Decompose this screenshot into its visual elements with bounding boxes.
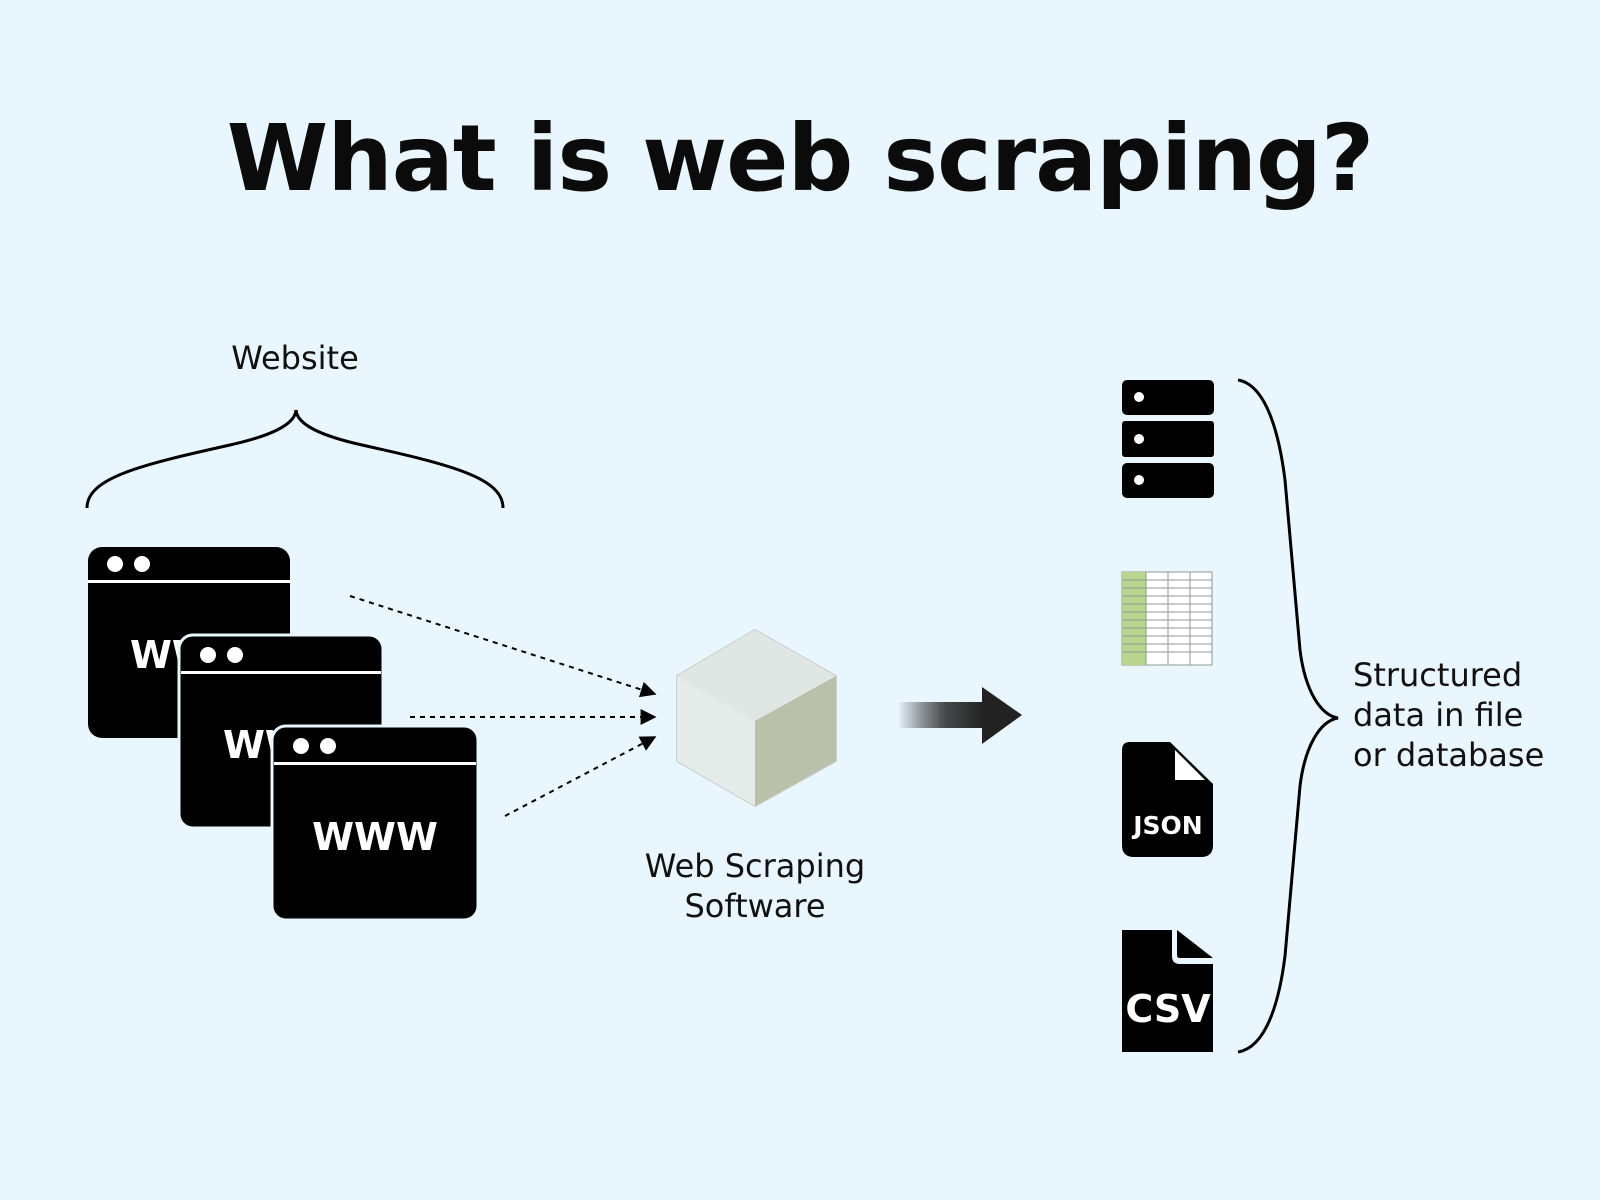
result-label-line-3: or database	[1353, 736, 1545, 774]
browser-window-icon: WWW	[270, 724, 480, 922]
result-label-line-2: data in file	[1353, 696, 1524, 734]
software-label-line-2: Software	[684, 887, 826, 925]
result-brace	[1237, 378, 1339, 1054]
website-label: Website	[231, 339, 359, 377]
spreadsheet-icon	[1121, 571, 1213, 666]
flow-arrow-bottom	[504, 736, 657, 817]
software-label: Web Scraping Software	[600, 846, 910, 926]
flow-arrow-top	[349, 595, 657, 698]
result-label: Structured data in file or database	[1353, 655, 1593, 775]
software-label-line-1: Web Scraping	[644, 847, 866, 885]
output-arrow	[898, 687, 1022, 744]
cube-icon	[676, 629, 837, 807]
csv-label: CSV	[1125, 987, 1211, 1031]
result-label-line-1: Structured	[1353, 656, 1523, 694]
browser-text: WWW	[312, 815, 438, 859]
json-file-icon: JSON	[1122, 742, 1213, 857]
page-title: What is web scraping?	[226, 105, 1375, 212]
csv-file-icon: CSV	[1122, 930, 1213, 1052]
server-icon	[1122, 380, 1214, 498]
json-label: JSON	[1131, 811, 1202, 840]
website-brace	[85, 409, 505, 509]
